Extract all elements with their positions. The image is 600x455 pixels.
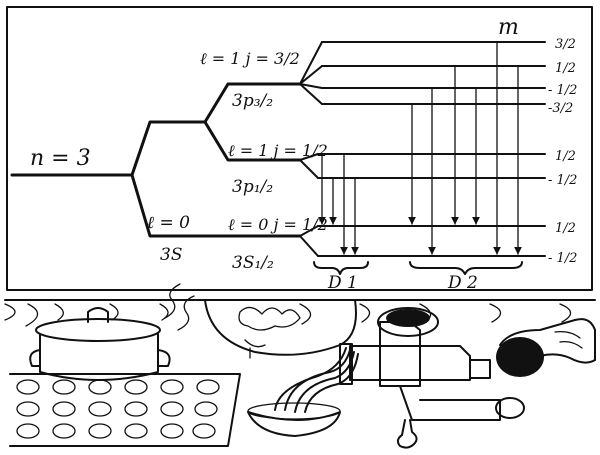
s-term-label: 3S: [160, 245, 182, 265]
hand-outline: [499, 318, 596, 364]
dumpling-tray: [9, 373, 241, 447]
meat-chunk: [496, 337, 544, 377]
s-branch-line: [130, 173, 302, 238]
clamp-wingnut: [396, 419, 418, 449]
tray-outline: [9, 373, 241, 447]
m-value-p12-2: - 1/2: [548, 173, 577, 188]
p32-zeeman-fan: [299, 41, 323, 105]
plate-bubble: [204, 299, 357, 356]
bowl-rim: [247, 402, 341, 420]
d2-brace: [409, 261, 523, 275]
d1-brace: [313, 261, 369, 275]
m-value-p32-2: 1/2: [555, 61, 576, 76]
steam: [164, 283, 195, 331]
meat-grinder-cartoon: [4, 283, 596, 449]
counter-texture: [4, 303, 572, 327]
s12-quantum-label: ℓ = 0 j = 1/2: [228, 215, 328, 234]
grinder-hopper: [377, 307, 439, 337]
m-value-s12-1: 1/2: [555, 221, 576, 236]
pot-handle-right: [157, 349, 171, 367]
dumplings: [16, 379, 220, 439]
pot: [29, 283, 195, 381]
n3-label: n = 3: [30, 146, 91, 171]
pot-handle-left: [29, 349, 41, 367]
p32-term-label: 3p₃/₂: [232, 91, 273, 111]
grinder-clamp: [399, 385, 501, 421]
p32-quantum-label: ℓ = 1 j = 3/2: [200, 49, 300, 68]
clamp-screw: [495, 397, 525, 419]
pot-lid: [35, 318, 161, 342]
p12-zeeman-fan: [299, 153, 319, 179]
minced-strands: [274, 347, 359, 413]
p12-branch-line: [203, 120, 302, 162]
d1-label: D 1: [327, 273, 358, 293]
p12-term-label: 3p₁/₂: [232, 177, 273, 197]
plate-face: [244, 339, 266, 359]
p12-quantum-label: ℓ = 1 j = 1/2: [228, 141, 328, 160]
s12-term-label: 3S₁/₂: [232, 253, 274, 273]
d2-label: D 2: [447, 273, 478, 293]
m-value-p12-1: 1/2: [555, 149, 576, 164]
grinder-barrel: [349, 345, 471, 381]
m-value-p32-1: 3/2: [555, 37, 576, 52]
energy-level-diagram: n = 3 ℓ = 0 3S ℓ = 1 j = 3/2 3p₃/₂ ℓ = 1…: [6, 6, 593, 293]
hand: [496, 318, 596, 377]
bowl: [247, 411, 341, 437]
plate-food: [238, 306, 301, 331]
m-value-p32-4: -3/2: [548, 101, 573, 116]
grinder-crank-hub: [469, 359, 491, 379]
m-value-p32-3: - 1/2: [548, 83, 577, 98]
s-l-label: ℓ = 0: [147, 213, 190, 233]
s12-zeeman-fan: [299, 225, 319, 257]
grinder: [339, 307, 525, 449]
m-header: m: [498, 15, 519, 40]
diagram-frame: [6, 6, 593, 291]
hand-fingers: [554, 330, 583, 349]
grinder-face-plate: [339, 343, 353, 385]
meat-in-hopper: [386, 309, 430, 327]
d2-transition-arrows: [408, 41, 522, 255]
pot-lid-knob: [87, 307, 109, 323]
d1-transition-arrows: [318, 153, 359, 255]
m-value-s12-2: - 1/2: [548, 251, 577, 266]
